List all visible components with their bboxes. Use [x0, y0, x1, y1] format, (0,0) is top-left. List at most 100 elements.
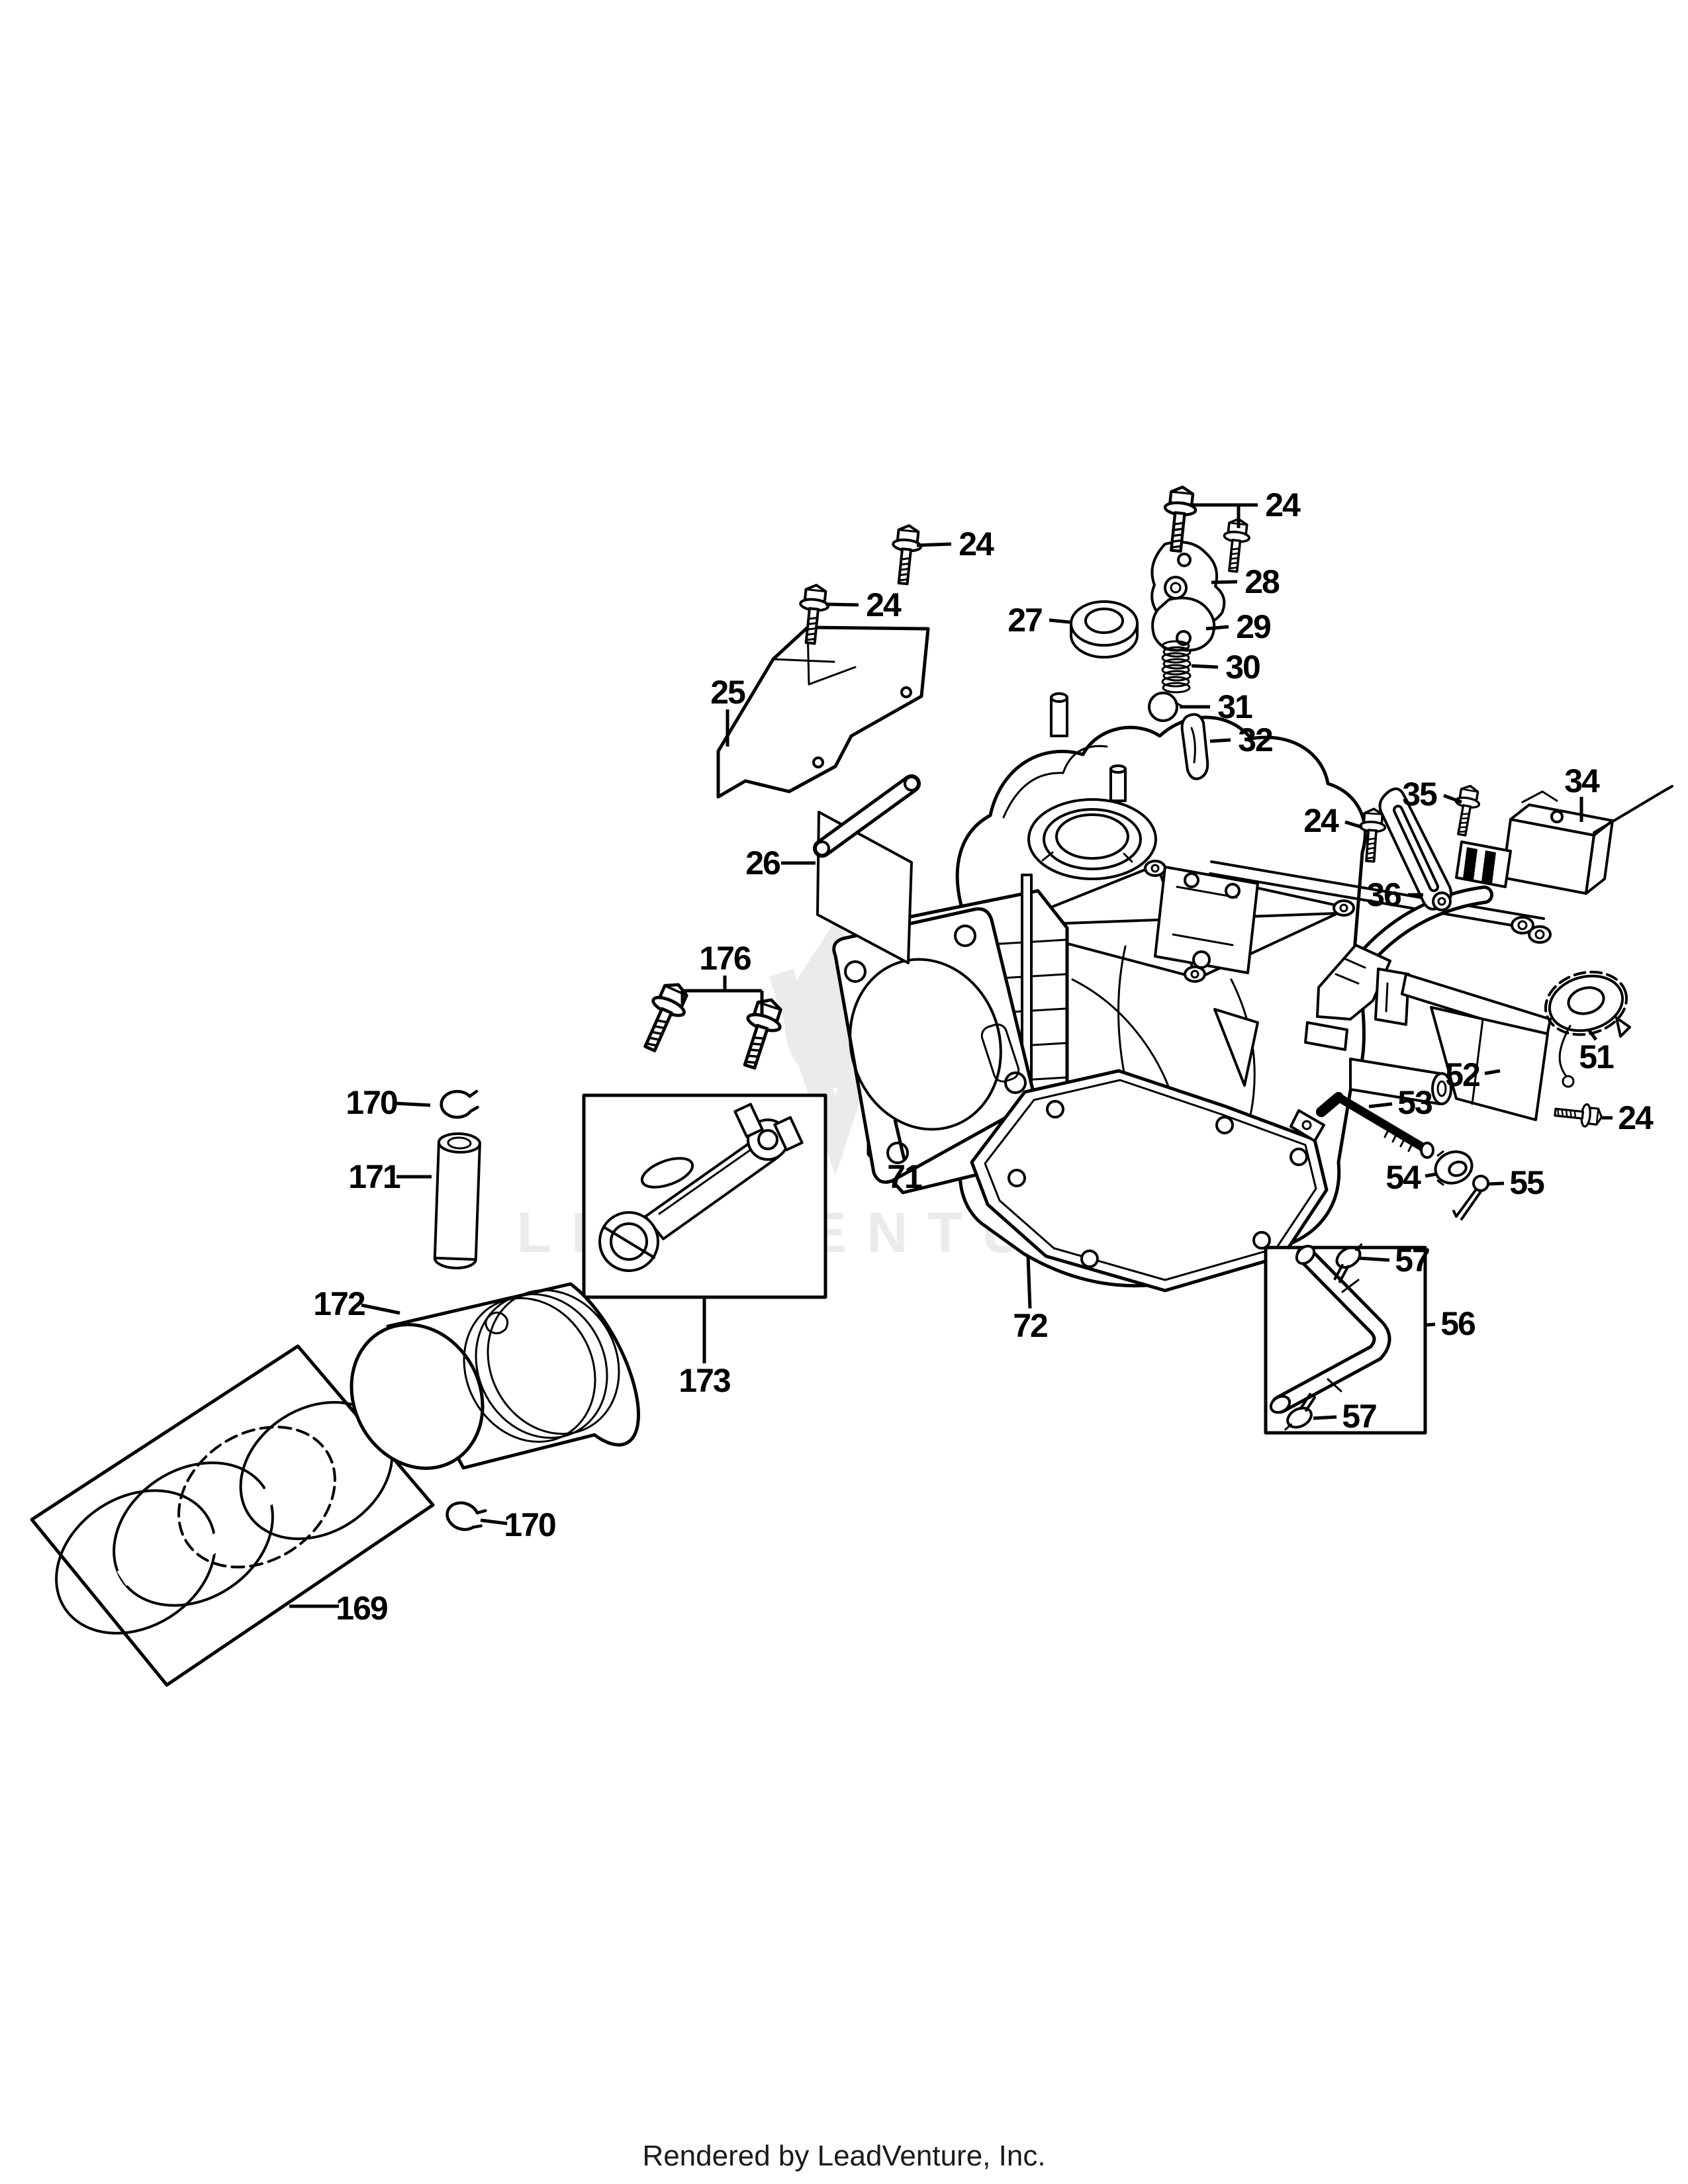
callout-label: 34 — [1564, 762, 1600, 799]
callout-31: 31 — [1180, 688, 1254, 725]
callout-24: 24 — [825, 586, 903, 623]
connecting-rod-box — [582, 1093, 827, 1299]
wrist-pin — [433, 1132, 481, 1269]
leader-line — [1443, 794, 1462, 804]
callout-34: 34 — [1564, 762, 1601, 822]
callout-32: 32 — [1209, 721, 1274, 758]
callout-30: 30 — [1191, 649, 1261, 686]
leader-line — [1358, 1256, 1390, 1262]
leader-line — [1191, 664, 1219, 669]
callout-24: 24 — [1303, 802, 1363, 839]
callout-170: 170 — [346, 1084, 431, 1121]
plug-cap — [1148, 692, 1184, 722]
callout-label: 52 — [1445, 1056, 1479, 1093]
callout-56: 56 — [1426, 1305, 1476, 1342]
flange-bolt — [1448, 782, 1483, 839]
callout-label: 54 — [1385, 1159, 1421, 1196]
callout-label: 24 — [866, 586, 902, 623]
governor-blade — [1180, 713, 1209, 780]
callout-label: 169 — [336, 1590, 387, 1627]
bushing — [1434, 1150, 1474, 1186]
callout-label: 172 — [313, 1285, 365, 1322]
kill-wire — [1593, 790, 1664, 834]
heat-shield — [716, 625, 930, 799]
baffle-plate — [813, 774, 921, 964]
callout-label: 25 — [710, 674, 745, 711]
callout-label: 36 — [1366, 876, 1401, 913]
callout-label: 28 — [1244, 563, 1280, 600]
leader-line — [1426, 1322, 1436, 1327]
dipstick-lever — [1378, 787, 1452, 911]
callout-label: 51 — [1579, 1038, 1614, 1075]
leader-line — [1049, 618, 1070, 624]
callout-label: 30 — [1225, 649, 1260, 686]
leader-line — [916, 542, 952, 547]
callout-label: 170 — [504, 1506, 555, 1543]
callout-label: 24 — [959, 525, 994, 563]
callout-label: 24 — [1265, 486, 1301, 523]
deck-studs — [1050, 692, 1127, 802]
callout-label: 24 — [1618, 1099, 1654, 1136]
callout-52: 52 — [1445, 1056, 1501, 1093]
callout-71: 71 — [887, 1119, 923, 1195]
callout-label: 26 — [745, 844, 780, 882]
callout-label: 53 — [1397, 1084, 1432, 1121]
oil-seal — [1070, 600, 1139, 659]
leader-line — [1344, 820, 1363, 829]
callout-176: 176 — [680, 940, 764, 1016]
oil-pan-gasket — [970, 1069, 1329, 1293]
callout-171: 171 — [348, 1158, 432, 1195]
callout-label: 56 — [1440, 1305, 1475, 1342]
breather-gasket — [1151, 596, 1216, 652]
breather-hose-box — [1264, 1244, 1427, 1435]
callout-27: 27 — [1008, 602, 1070, 639]
callout-label: 57 — [1342, 1398, 1376, 1435]
callout-24: 24 — [1190, 486, 1302, 528]
callout-label: 31 — [1217, 688, 1252, 725]
callout-51: 51 — [1579, 1028, 1615, 1075]
engine-bracket — [1374, 968, 1552, 1121]
callout-25: 25 — [710, 674, 747, 747]
governor-spring — [1161, 640, 1192, 694]
leader-line — [1026, 1255, 1032, 1309]
flange-bolt — [1160, 486, 1197, 553]
callout-26: 26 — [745, 844, 816, 882]
callout-label: 57 — [1395, 1242, 1429, 1279]
callout-24: 24 — [916, 525, 996, 563]
governor-rod — [1289, 1092, 1434, 1159]
fuel-cap — [1544, 970, 1631, 1088]
leader-line — [1205, 625, 1229, 631]
callout-72: 72 — [1013, 1255, 1049, 1344]
callout-label: 170 — [346, 1084, 397, 1121]
leader-line — [825, 602, 859, 607]
callout-24: 24 — [1602, 1099, 1655, 1136]
leader-line — [1484, 1069, 1501, 1075]
piston-rings — [55, 1400, 394, 1635]
piston — [350, 1282, 641, 1470]
callout-28: 28 — [1211, 563, 1281, 600]
leader-line — [1368, 1102, 1393, 1109]
callout-label: 72 — [1013, 1307, 1047, 1344]
callout-54: 54 — [1385, 1159, 1437, 1196]
head-gasket — [832, 907, 1035, 1184]
callout-173: 173 — [679, 1297, 731, 1399]
callout-29: 29 — [1205, 608, 1272, 645]
callout-label: 173 — [679, 1362, 730, 1399]
connecting-rod — [598, 1103, 804, 1272]
callout-label: 171 — [348, 1158, 400, 1195]
callout-170: 170 — [480, 1506, 557, 1543]
callout-label: 29 — [1236, 608, 1270, 645]
crankshaft-bore — [1027, 798, 1157, 880]
callout-label: 24 — [1303, 802, 1339, 839]
callout-label: 55 — [1509, 1164, 1544, 1201]
leader-line — [393, 1101, 431, 1107]
retaining-clip — [440, 1090, 479, 1118]
caption: Rendered by LeadVenture, Inc. — [642, 2140, 1045, 2172]
leader-line — [1425, 1172, 1437, 1178]
callout-label: 35 — [1402, 776, 1437, 813]
callout-55: 55 — [1487, 1164, 1546, 1201]
breather-hose — [1269, 1244, 1391, 1414]
